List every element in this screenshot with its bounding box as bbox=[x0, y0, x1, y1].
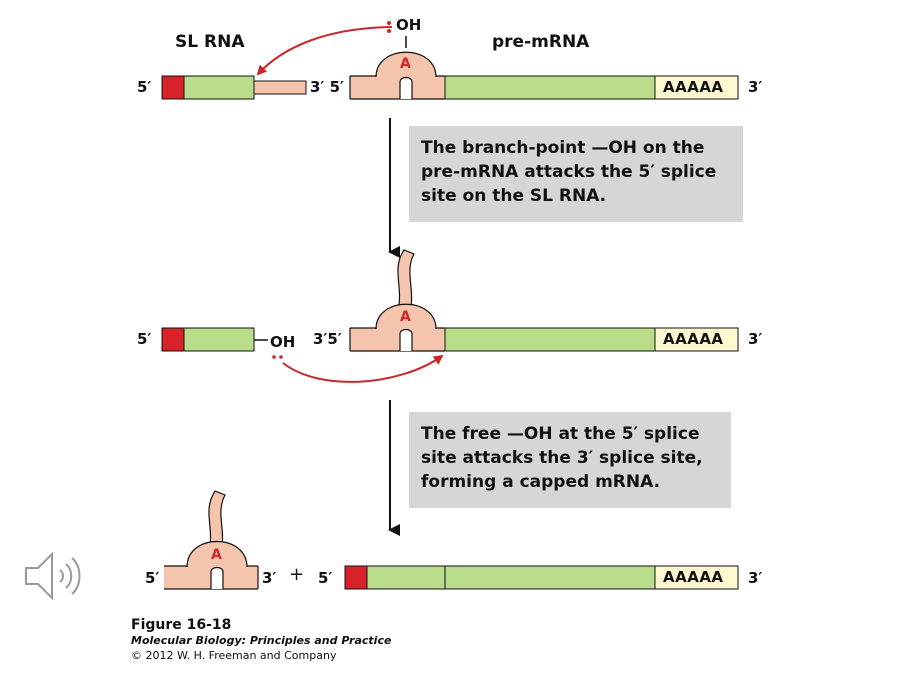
step-1-line: pre-mRNA attacks the 5′ splice bbox=[421, 162, 717, 182]
attack-arrow-1 bbox=[256, 26, 393, 76]
row2-poly-a: AAAAA bbox=[663, 330, 724, 348]
step-1-line: site on the SL RNA. bbox=[421, 186, 607, 206]
sl-rna-cleaved bbox=[161, 327, 268, 352]
sl-intron-tail bbox=[253, 80, 307, 95]
step-2-explanation: The free —OH at the 5′ splice site attac… bbox=[409, 412, 731, 508]
oh-branch-label: OH bbox=[396, 16, 422, 34]
pre-mrna-exon bbox=[444, 75, 656, 100]
step-2-line: The free —OH at the 5′ splice bbox=[421, 424, 700, 444]
branch-bulge bbox=[375, 51, 437, 78]
copyright: © 2012 W. H. Freeman and Company bbox=[131, 649, 337, 662]
branched-intermediate bbox=[349, 249, 739, 352]
book-title: Molecular Biology: Principles and Practi… bbox=[131, 634, 392, 647]
row2-three-five: 3′5′ bbox=[313, 330, 342, 348]
excised-lariat-intron bbox=[164, 490, 259, 590]
pre-mrna-intron bbox=[350, 76, 445, 99]
branch-point-a: A bbox=[211, 547, 222, 563]
branch-point-a: A bbox=[400, 309, 411, 325]
pre-mrna-label: pre-mRNA bbox=[492, 32, 590, 52]
row3-poly-a: AAAAA bbox=[663, 568, 724, 586]
sl-rna-molecule bbox=[161, 75, 307, 100]
row3-lariat-five-prime: 5′ bbox=[145, 569, 160, 587]
step-2-line: site attacks the 3′ splice site, bbox=[421, 448, 703, 468]
speaker-icon[interactable] bbox=[20, 548, 92, 604]
row1-sl-five-prime: 5′ bbox=[137, 78, 152, 96]
branch-point-a: A bbox=[400, 56, 411, 72]
row1-three-prime: 3′ bbox=[748, 78, 763, 96]
plus-sign: + bbox=[289, 564, 305, 585]
poly-a-tail bbox=[654, 75, 739, 100]
step-1-explanation: The branch-point —OH on the pre-mRNA att… bbox=[409, 126, 743, 222]
row1-poly-a: AAAAA bbox=[663, 78, 724, 96]
oh-free-label: OH bbox=[270, 333, 296, 351]
step-2-line: forming a capped mRNA. bbox=[421, 472, 661, 492]
sl-intron-tail-attached bbox=[397, 249, 415, 308]
step-1-line: The branch-point —OH on the bbox=[421, 138, 705, 158]
attack-arrow-2 bbox=[282, 354, 444, 383]
branch-loop-gap bbox=[399, 76, 413, 99]
sl-exon bbox=[183, 75, 255, 100]
row3-mrna-five-prime: 5′ bbox=[318, 569, 333, 587]
row3-three-prime: 3′ bbox=[748, 569, 763, 587]
row1-sl-three-pre-five: 3′ 5′ bbox=[310, 78, 345, 96]
row3-lariat-three-prime: 3′ bbox=[262, 569, 277, 587]
sl-cap bbox=[161, 75, 185, 100]
pre-mrna-molecule bbox=[349, 51, 739, 100]
capped-mrna bbox=[344, 565, 739, 590]
row2-three-prime: 3′ bbox=[748, 330, 763, 348]
sl-rna-label: SL RNA bbox=[175, 32, 245, 52]
figure-number: Figure 16-18 bbox=[131, 617, 232, 633]
row2-five-prime: 5′ bbox=[137, 330, 152, 348]
